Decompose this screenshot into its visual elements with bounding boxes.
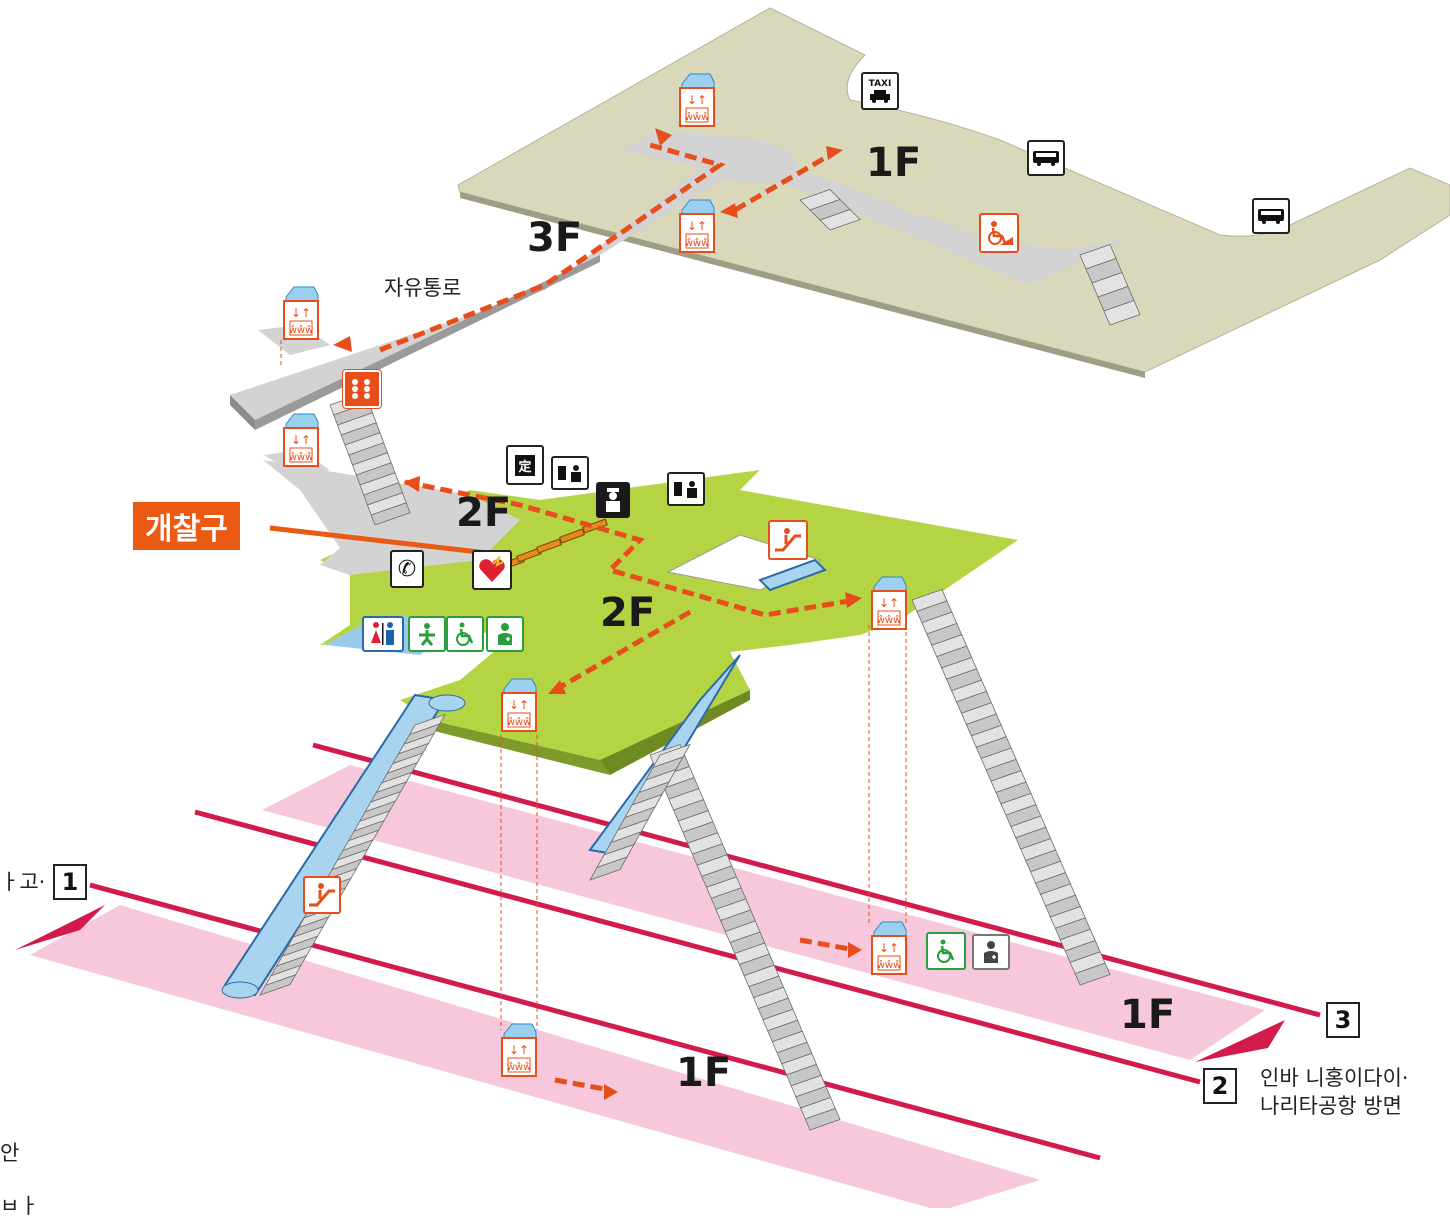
svg-text:ŵŵŵ: ŵŵŵ	[507, 716, 532, 728]
svg-text:↓↑: ↓↑	[879, 596, 899, 610]
free-passage-3f	[230, 130, 1130, 420]
svg-text:↓↑: ↓↑	[879, 941, 899, 955]
elevator-icon-platform-2: ↓↑ ŵŵŵ	[870, 920, 907, 975]
ostomate-icon	[486, 616, 524, 652]
stairs-2f-to-upper-platform	[589, 743, 691, 881]
stairs-2f-right-to-platform	[911, 588, 1111, 986]
escalator-icon-platform	[303, 876, 341, 914]
wheelchair-slope-icon	[979, 213, 1019, 253]
ticket-office-icon	[551, 456, 589, 490]
train-arrow-right	[1195, 1020, 1285, 1062]
commuter-pass-machine-icon: 定	[506, 445, 544, 485]
elevator-icon-2f-right: ↓↑ ŵŵŵ	[870, 575, 907, 630]
svg-text:ŵŵŵ: ŵŵŵ	[289, 451, 314, 463]
elevator-icon-left-lower: ↓↑ ŵŵŵ	[282, 412, 319, 467]
elevator-icon-3f-b: ↓↑ ŵŵŵ	[678, 198, 715, 253]
priority-seat-icon	[972, 934, 1010, 970]
elevator-icon-3f-a: ↓↑ ŵŵŵ	[678, 72, 715, 127]
elevator-icon-platform-1: ↓↑ ŵŵŵ	[500, 1022, 537, 1077]
svg-text:ŵŵŵ: ŵŵŵ	[685, 111, 710, 123]
svg-text:↓↑: ↓↑	[687, 93, 707, 107]
floor-label-1f-lower: 1F	[676, 1050, 732, 1096]
telephone-icon: ✆	[390, 550, 424, 588]
ground-level-area	[457, 7, 1450, 373]
svg-text:ŵŵŵ: ŵŵŵ	[877, 614, 902, 626]
left-partial-text-3: ㅂㅏ	[0, 1194, 39, 1218]
direction-left-partial: ㅏ고·	[0, 870, 46, 894]
restroom-icon	[362, 616, 404, 652]
baby-changing-icon	[408, 616, 446, 652]
floor-label-3f: 3F	[527, 215, 583, 261]
direction-right-line1: 인바 니홍이다이·	[1260, 1066, 1409, 1090]
svg-text:ŵŵŵ: ŵŵŵ	[685, 237, 710, 249]
train-arrow-left	[15, 905, 105, 950]
taxi-icon: TAXI	[861, 72, 899, 110]
platform-upper	[262, 765, 1265, 1060]
station-staff-icon	[596, 482, 630, 518]
svg-text:↓↑: ↓↑	[687, 219, 707, 233]
bus-icon	[1027, 140, 1065, 176]
tactile-map-icon	[342, 369, 382, 409]
floor-label-2f-gate: 2F	[456, 490, 512, 536]
svg-text:↓↑: ↓↑	[509, 698, 529, 712]
floor-label-1f-right: 1F	[1120, 992, 1176, 1038]
floor-label-1f-top: 1F	[866, 140, 922, 186]
svg-text:ŵŵŵ: ŵŵŵ	[877, 959, 902, 971]
platform-number-2: 2	[1203, 1068, 1237, 1104]
platform-number-3: 3	[1326, 1002, 1360, 1038]
bus-icon-2	[1252, 198, 1290, 234]
left-partial-text-2: 안	[0, 1141, 20, 1165]
platform-number-1: 1	[53, 864, 87, 900]
stairs-3f-small	[799, 189, 861, 231]
free-passage-label: 자유통로	[384, 276, 462, 300]
elevator-icon-2f-left: ↓↑ ŵŵŵ	[500, 677, 537, 732]
svg-text:↓↑: ↓↑	[291, 433, 311, 447]
escalator-icon-2f	[768, 520, 808, 560]
ticket-machine-icon	[667, 472, 705, 506]
svg-text:ŵŵŵ: ŵŵŵ	[289, 324, 314, 336]
direction-right-line2: 나리타공항 방면	[1260, 1094, 1402, 1118]
aed-heart-icon	[472, 550, 512, 590]
accessible-toilet-icon	[446, 616, 484, 652]
svg-text:↓↑: ↓↑	[291, 306, 311, 320]
wheelchair-space-icon	[926, 932, 966, 970]
floor-label-2f-main: 2F	[600, 590, 656, 636]
stairs-escalator-side	[259, 713, 446, 996]
elevator-icon-left-upper: ↓↑ ŵŵŵ	[282, 285, 319, 340]
svg-text:ŵŵŵ: ŵŵŵ	[507, 1061, 532, 1073]
stairs-2f-center-to-platform	[649, 743, 841, 1131]
ticket-gate-label: 개찰구	[133, 502, 240, 550]
stairs-1f-ground	[1079, 243, 1141, 326]
svg-text:↓↑: ↓↑	[509, 1043, 529, 1057]
